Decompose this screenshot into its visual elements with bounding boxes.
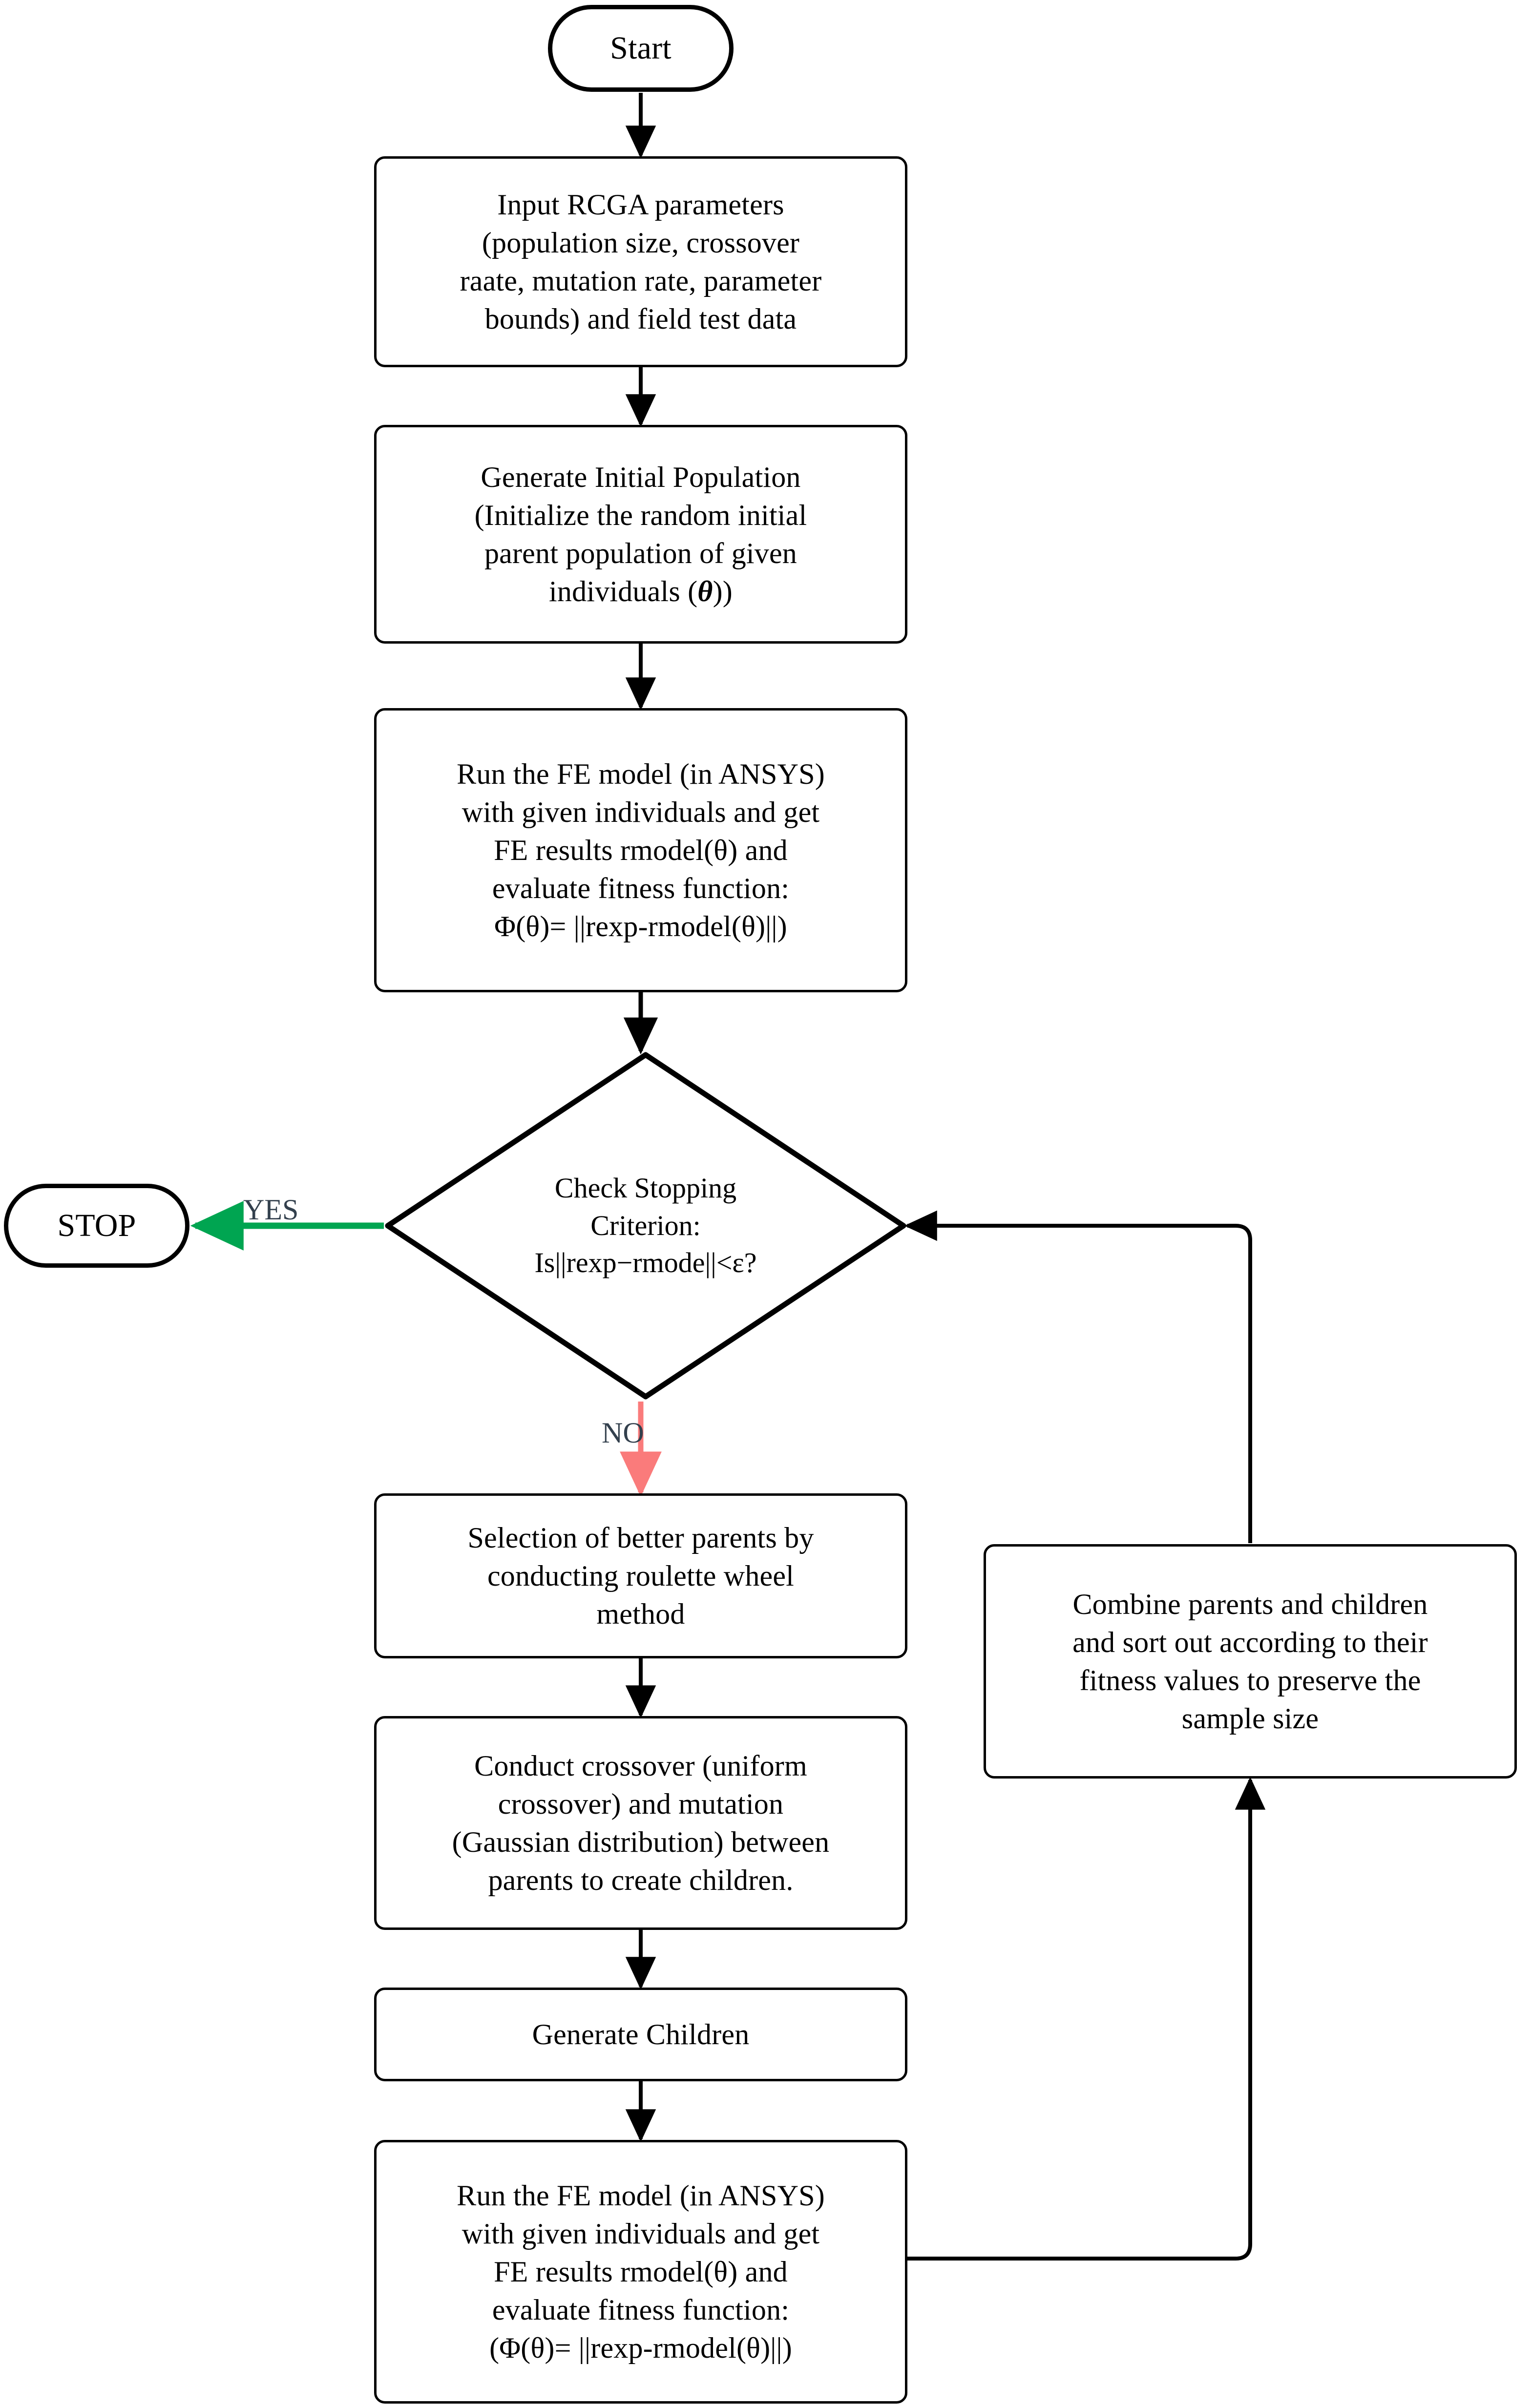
node-combine-sort-label: Combine parents and children and sort ou… <box>1072 1588 1428 1735</box>
edge-combine-to-decision <box>904 1210 1252 1543</box>
node-input-parameters[interactable]: Input RCGA parameters (population size, … <box>374 156 907 367</box>
theta-symbol: θ <box>697 575 713 607</box>
node-run-fe-model-2[interactable]: Run the FE model (in ANSYS) with given i… <box>374 2140 907 2404</box>
node-generate-children-label: Generate Children <box>532 2018 750 2051</box>
decision-diamond-shape <box>385 1052 906 1400</box>
edge-label-yes: YES <box>243 1194 299 1226</box>
node-crossover-mutation-label: Conduct crossover (uniform crossover) an… <box>452 1750 830 1896</box>
node-input-parameters-label: Input RCGA parameters (population size, … <box>460 188 822 335</box>
node-generate-initial-population-label: Generate Initial Population (Initialize … <box>474 461 807 607</box>
node-start-label: Start <box>610 30 672 66</box>
node-combine-sort[interactable]: Combine parents and children and sort ou… <box>984 1544 1517 1779</box>
node-stop[interactable]: STOP <box>4 1184 189 1268</box>
edge-runfe2-to-combine <box>907 1777 1266 2261</box>
node-run-fe-model-1-label: Run the FE model (in ANSYS) with given i… <box>457 758 825 942</box>
node-stopping-criterion[interactable]: Check Stopping Criterion: Is||rexp−rmode… <box>384 1051 907 1401</box>
node-generate-initial-population[interactable]: Generate Initial Population (Initialize … <box>374 425 907 644</box>
node-crossover-mutation[interactable]: Conduct crossover (uniform crossover) an… <box>374 1716 907 1930</box>
node-selection-parents-label: Selection of better parents by conductin… <box>467 1522 814 1630</box>
node-run-fe-model-2-label: Run the FE model (in ANSYS) with given i… <box>457 2179 825 2364</box>
node-generate-children[interactable]: Generate Children <box>374 1988 907 2081</box>
node-start[interactable]: Start <box>548 5 734 92</box>
node-selection-parents[interactable]: Selection of better parents by conductin… <box>374 1493 907 1658</box>
node-run-fe-model-1[interactable]: Run the FE model (in ANSYS) with given i… <box>374 708 907 992</box>
node-stop-label: STOP <box>57 1208 136 1244</box>
edge-label-no: NO <box>602 1417 644 1449</box>
